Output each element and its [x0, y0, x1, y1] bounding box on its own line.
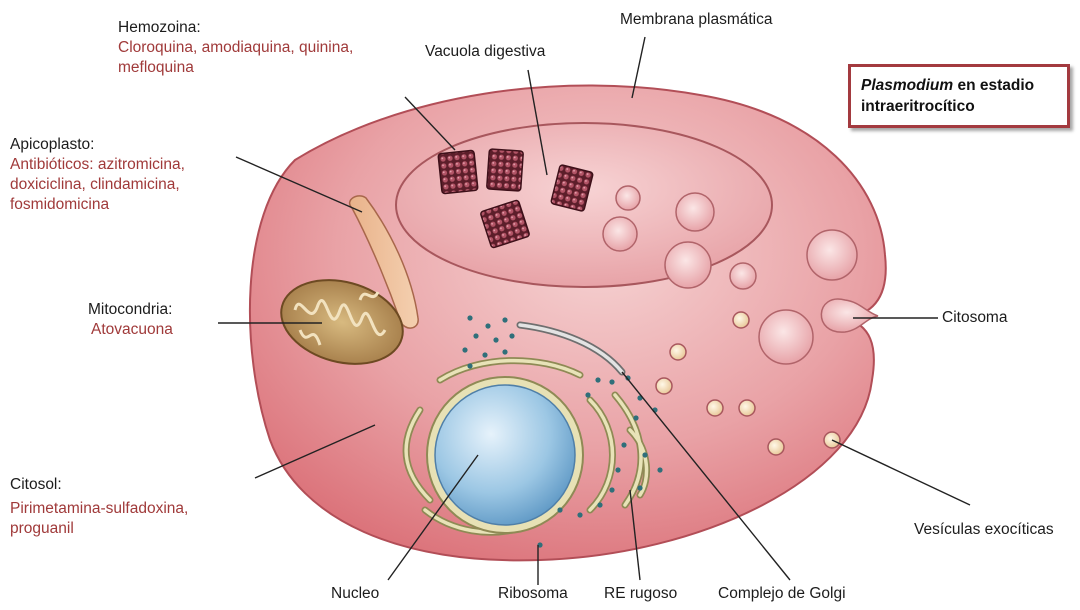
ribosome-dot [595, 377, 600, 382]
title-organism: Plasmodium [861, 77, 953, 94]
apicoplasto-drug-3: fosmidomicina [10, 195, 185, 215]
apicoplasto-name: Apicoplasto: [10, 135, 185, 155]
citosol-drug-2: proguanil [10, 519, 188, 539]
label-re-rugoso: RE rugoso [604, 584, 677, 604]
ribosome-dot [493, 337, 498, 342]
title-line2: intraeritrocítico [861, 98, 975, 115]
label-nucleo: Nucleo [331, 584, 379, 604]
ribosome-dot [557, 507, 562, 512]
label-vacuola: Vacuola digestiva [425, 42, 545, 62]
hemozoina-drug-2: mefloquina [118, 58, 353, 78]
label-ribosoma: Ribosoma [498, 584, 568, 604]
ribosome-dot [609, 487, 614, 492]
ribosome-dot [597, 502, 602, 507]
ribosome-dot [482, 352, 487, 357]
hemozoina-drug-1: Cloroquina, amodiaquina, quinina, [118, 38, 353, 58]
mitocondria-drug-1: Atovacuona [88, 320, 173, 340]
ribosome-dot [509, 333, 514, 338]
ribosome-dot [621, 442, 626, 447]
ribosome-dot [637, 485, 642, 490]
ribosome-dot [633, 415, 638, 420]
mitocondria-name: Mitocondria: [88, 300, 173, 320]
title-box: Plasmodium en estadio intraeritrocítico [848, 64, 1070, 128]
apicoplasto-drug-1: Antibióticos: azitromicina, [10, 155, 185, 175]
apicoplasto-drug-2: doxiciclina, clindamicina, [10, 175, 185, 195]
ribosome-dot [485, 323, 490, 328]
label-membrana: Membrana plasmática [620, 10, 772, 30]
ribosome-dot [467, 315, 472, 320]
label-citosoma: Citosoma [942, 308, 1007, 328]
label-mitocondria: Mitocondria: Atovacuona [88, 300, 173, 340]
ribosome-dot [462, 347, 467, 352]
label-hemozoina: Hemozoina: Cloroquina, amodiaquina, quin… [118, 18, 353, 78]
ribosome-dot [642, 452, 647, 457]
ribosome-dot [502, 349, 507, 354]
ribosome-dot [585, 392, 590, 397]
ribosome-dot [577, 512, 582, 517]
ribosome-dot [609, 379, 614, 384]
title-rest: en estadio [953, 77, 1034, 94]
ribosome-dot [615, 467, 620, 472]
ribosome-dot [502, 317, 507, 322]
ribosome-dot [467, 363, 472, 368]
hemozoina-name: Hemozoina: [118, 18, 353, 38]
label-vesiculas: Vesículas exocíticas [914, 520, 1054, 540]
label-citosol: Citosol: Pirimetamina-sulfadoxina, progu… [10, 475, 188, 539]
label-golgi: Complejo de Golgi [718, 584, 846, 604]
ribosome-dot [473, 333, 478, 338]
ribosome-dot [657, 467, 662, 472]
citosol-drug-1: Pirimetamina-sulfadoxina, [10, 499, 188, 519]
label-apicoplasto: Apicoplasto: Antibióticos: azitromicina,… [10, 135, 185, 215]
citosol-name: Citosol: [10, 475, 188, 495]
